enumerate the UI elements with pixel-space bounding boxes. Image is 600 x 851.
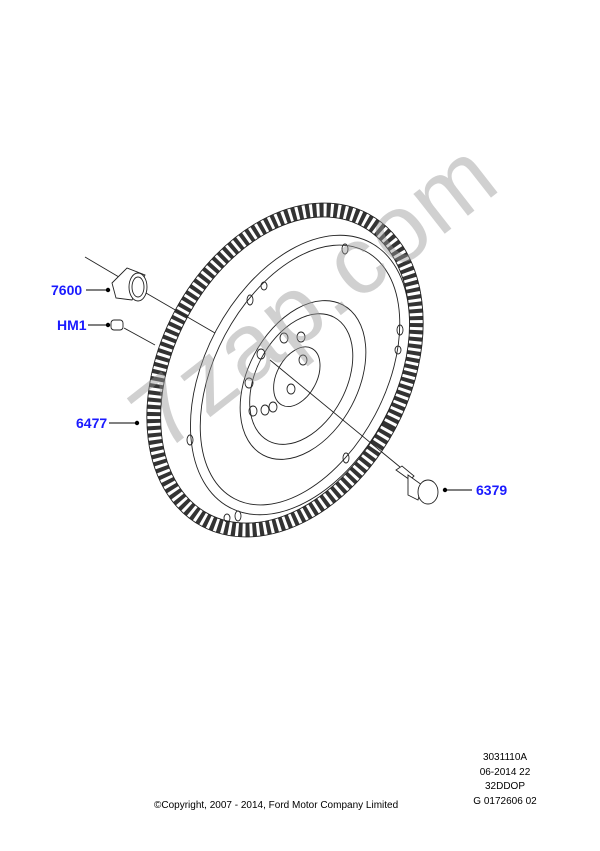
pilot-bearing-part bbox=[84, 256, 216, 334]
flywheel-bolt-part bbox=[269, 359, 439, 505]
callout-dot-6379 bbox=[442, 487, 448, 493]
bolt-holes bbox=[186, 243, 404, 523]
callout-6477[interactable]: 6477 bbox=[76, 415, 108, 431]
callout-dot-HM1 bbox=[105, 322, 111, 328]
meta-line: 06-2014 22 bbox=[479, 766, 531, 778]
meta-line: 3031110A bbox=[482, 752, 528, 763]
callout-HM1[interactable]: HM1 bbox=[57, 317, 87, 333]
callout-6379[interactable]: 6379 bbox=[476, 482, 508, 498]
dowel-part bbox=[110, 319, 156, 346]
callout-dot-7600 bbox=[105, 287, 111, 293]
copyright: ©Copyright, 2007 - 2014, Ford Motor Comp… bbox=[154, 800, 399, 811]
leader-lines bbox=[86, 289, 472, 491]
meta-line: 32DDOP bbox=[484, 781, 525, 792]
callout-dot-6477 bbox=[134, 420, 140, 426]
callout-7600[interactable]: 7600 bbox=[51, 282, 83, 298]
drawing-meta: 3031110A 06-2014 22 32DDOP G 0172606 02 bbox=[460, 751, 550, 809]
meta-line: G 0172606 02 bbox=[473, 795, 537, 807]
